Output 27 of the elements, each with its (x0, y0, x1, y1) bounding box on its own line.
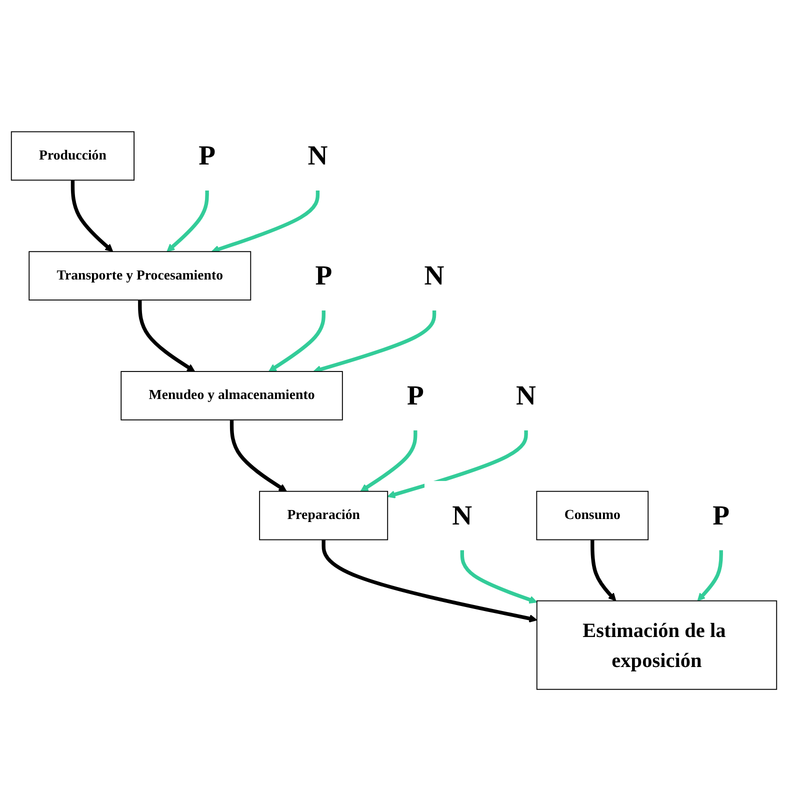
node-box (258, 490, 388, 540)
arrow (229, 420, 286, 492)
node-text: N (516, 380, 536, 411)
arrow (360, 430, 417, 492)
arrow (210, 190, 320, 253)
arrow (70, 180, 113, 252)
node-text: P (712, 500, 730, 530)
node-text: P (406, 380, 424, 411)
arrow (268, 310, 325, 372)
node-text: N (424, 260, 444, 291)
node-text: P (198, 140, 216, 171)
node-box (120, 370, 342, 420)
node-box (10, 130, 134, 180)
node-box (536, 600, 777, 690)
arrow (312, 310, 436, 373)
arrow (166, 190, 208, 252)
arrow (386, 430, 528, 498)
node-text: N (307, 140, 328, 171)
node-box (28, 250, 251, 300)
arrow (321, 539, 537, 622)
node-text: P (314, 260, 332, 291)
flowchart-drawing: Producción P N Transporte y Procesamiento P N Menudeo y almacenamiento P N Preparación N Consumo P Estimación de la exposición (4, 114, 784, 696)
arrow (138, 300, 195, 372)
arrow (460, 550, 537, 604)
arrow (590, 539, 616, 601)
arrow (696, 550, 722, 601)
node-box (536, 490, 648, 540)
